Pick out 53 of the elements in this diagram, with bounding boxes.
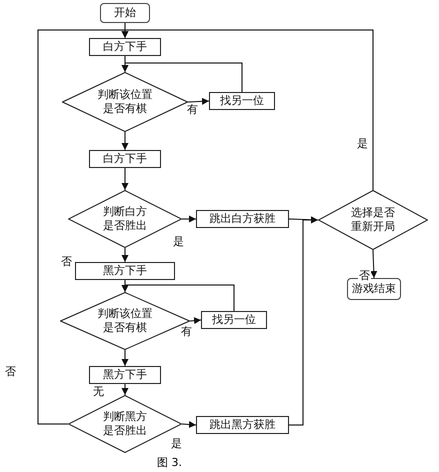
node-text: 黑方下手 [103, 264, 147, 278]
process-box [196, 416, 289, 434]
arrow [190, 317, 202, 324]
node-text: 游戏结束 [352, 282, 396, 296]
node-text: 找另一位 [212, 313, 256, 327]
node-text: 判断该位置是否有棋 [96, 88, 154, 116]
node-text: 跳出白方获胜 [210, 212, 276, 226]
arrow [122, 62, 242, 92]
node-text: 白方下手 [103, 152, 147, 166]
arrow [122, 132, 128, 150]
process-box [89, 366, 161, 384]
edge-label: 否 [4, 366, 17, 378]
node-text: 选择是否重新开局 [350, 206, 396, 234]
node-text: 黑方下手 [103, 368, 147, 382]
process-box [89, 38, 161, 56]
process-box [209, 92, 275, 110]
process-box [89, 150, 161, 168]
arrow [370, 250, 378, 278]
arrow [122, 284, 234, 312]
edge-label: 是 [172, 236, 185, 248]
edge-label: 无 [92, 386, 105, 398]
node-text: 开始 [114, 6, 136, 20]
arrow [182, 421, 196, 428]
caption: 图 3. [157, 455, 182, 470]
edge-label: 有 [180, 326, 193, 338]
arrow [122, 384, 128, 396]
decision-diamond [318, 190, 428, 250]
arrow [122, 168, 128, 190]
decision-diamond [60, 292, 190, 350]
arrow [38, 30, 128, 424]
arrow [288, 216, 318, 426]
terminal-box [100, 3, 150, 23]
process-box [75, 262, 175, 280]
edge-label: 是 [356, 138, 369, 150]
node-text: 白方下手 [103, 40, 147, 54]
edge-label: 否 [358, 270, 371, 282]
arrow [122, 248, 128, 262]
node-text: 判断黑方是否胜出 [102, 410, 148, 438]
arrow [188, 98, 210, 105]
node-text: 判断该位置是否有棋 [96, 307, 154, 335]
process-box [196, 210, 289, 228]
decision-diamond [62, 72, 188, 132]
process-box [201, 311, 267, 329]
decision-diamond [68, 190, 182, 248]
node-text: 判断白方是否胜出 [102, 205, 148, 233]
edge-label: 是 [170, 438, 183, 450]
edge-label: 有 [186, 104, 199, 116]
node-text: 找另一位 [220, 94, 264, 108]
decision-diamond [68, 395, 182, 453]
arrow [122, 350, 128, 366]
node-text: 跳出黑方获胜 [210, 418, 276, 432]
arrow [182, 216, 196, 222]
edge-label: 否 [60, 256, 73, 268]
